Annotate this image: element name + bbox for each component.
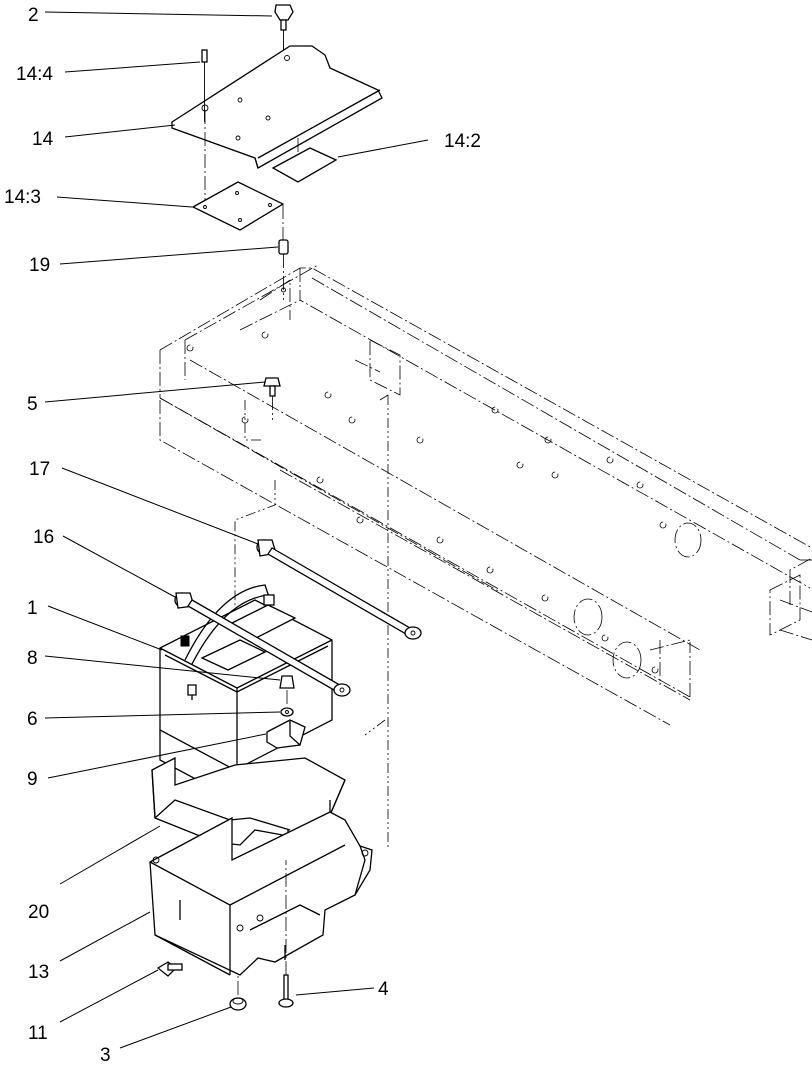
callout-14-4: 14:4	[16, 64, 53, 85]
decal-part	[271, 147, 338, 183]
long-bolt	[278, 860, 294, 1008]
bolt-part	[263, 377, 281, 420]
leader-lines	[44, 11, 429, 1049]
cable-positive	[256, 539, 422, 640]
callout-8: 8	[27, 648, 38, 669]
callout-16: 16	[33, 527, 54, 548]
callout-2: 2	[28, 5, 39, 26]
battery-bracket	[149, 811, 373, 976]
callout-4: 4	[378, 979, 389, 1000]
cover-plate	[171, 45, 383, 200]
callout-5: 5	[27, 394, 38, 415]
callout-14-3: 14:3	[4, 187, 41, 208]
callout-17: 17	[29, 459, 50, 480]
callout-11: 11	[28, 1023, 48, 1044]
callout-14-2: 14:2	[444, 131, 481, 152]
callout-14: 14	[32, 129, 54, 150]
callout-labels: 2 14:4 14 14:2 14:3 19 5 17 16 1 8 6 9 2…	[4, 5, 481, 1066]
pad-part	[191, 181, 285, 240]
spacer-part	[278, 239, 289, 300]
hold-down-hardware	[266, 675, 306, 749]
callout-3: 3	[100, 1045, 111, 1066]
callout-13: 13	[28, 962, 49, 983]
callout-20: 20	[28, 902, 49, 923]
callout-19: 19	[29, 255, 50, 276]
latch-knob	[274, 4, 294, 50]
callout-6: 6	[27, 709, 38, 730]
bracket-bolt	[156, 961, 183, 977]
callout-1: 1	[27, 598, 38, 619]
callout-9: 9	[27, 769, 38, 790]
cable-negative	[174, 592, 351, 697]
pin-part	[201, 49, 208, 122]
bracket-nut	[229, 975, 247, 1011]
